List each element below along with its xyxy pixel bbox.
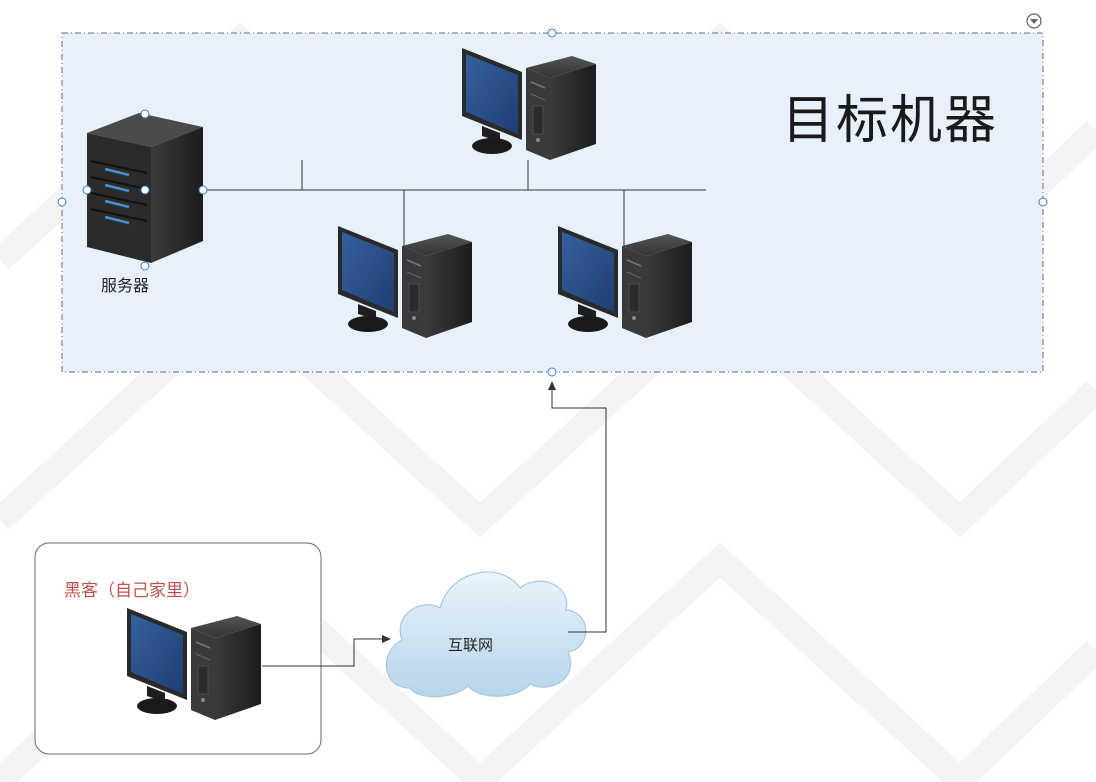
group-handle-top[interactable] [547,28,557,38]
server-icon[interactable] [87,113,203,263]
internet-label: 互联网 [448,636,494,654]
group-handle-bottom[interactable] [547,367,557,377]
cloud-icon[interactable] [385,571,587,698]
server-handle-center[interactable] [140,185,150,195]
collapse-toggle-icon[interactable] [1026,13,1042,29]
group-selection-handles[interactable] [57,28,1048,377]
target-group-title: 目标机器 [782,91,999,151]
server-handle-right[interactable] [198,185,208,195]
group-handle-left[interactable] [57,197,67,207]
group-handle-right[interactable] [1038,197,1048,207]
connector-hacker-to-internet[interactable] [262,635,391,667]
server-selection-handles[interactable] [82,109,208,271]
server-handle-left[interactable] [82,185,92,195]
hacker-group-title: 黑客（自己家里） [64,581,200,601]
server-handle-bottom[interactable] [140,261,150,271]
server-handle-top[interactable] [140,109,150,119]
server-label: 服务器 [101,276,150,295]
network-connectors [203,160,706,250]
connector-internet-to-target[interactable] [548,381,607,633]
